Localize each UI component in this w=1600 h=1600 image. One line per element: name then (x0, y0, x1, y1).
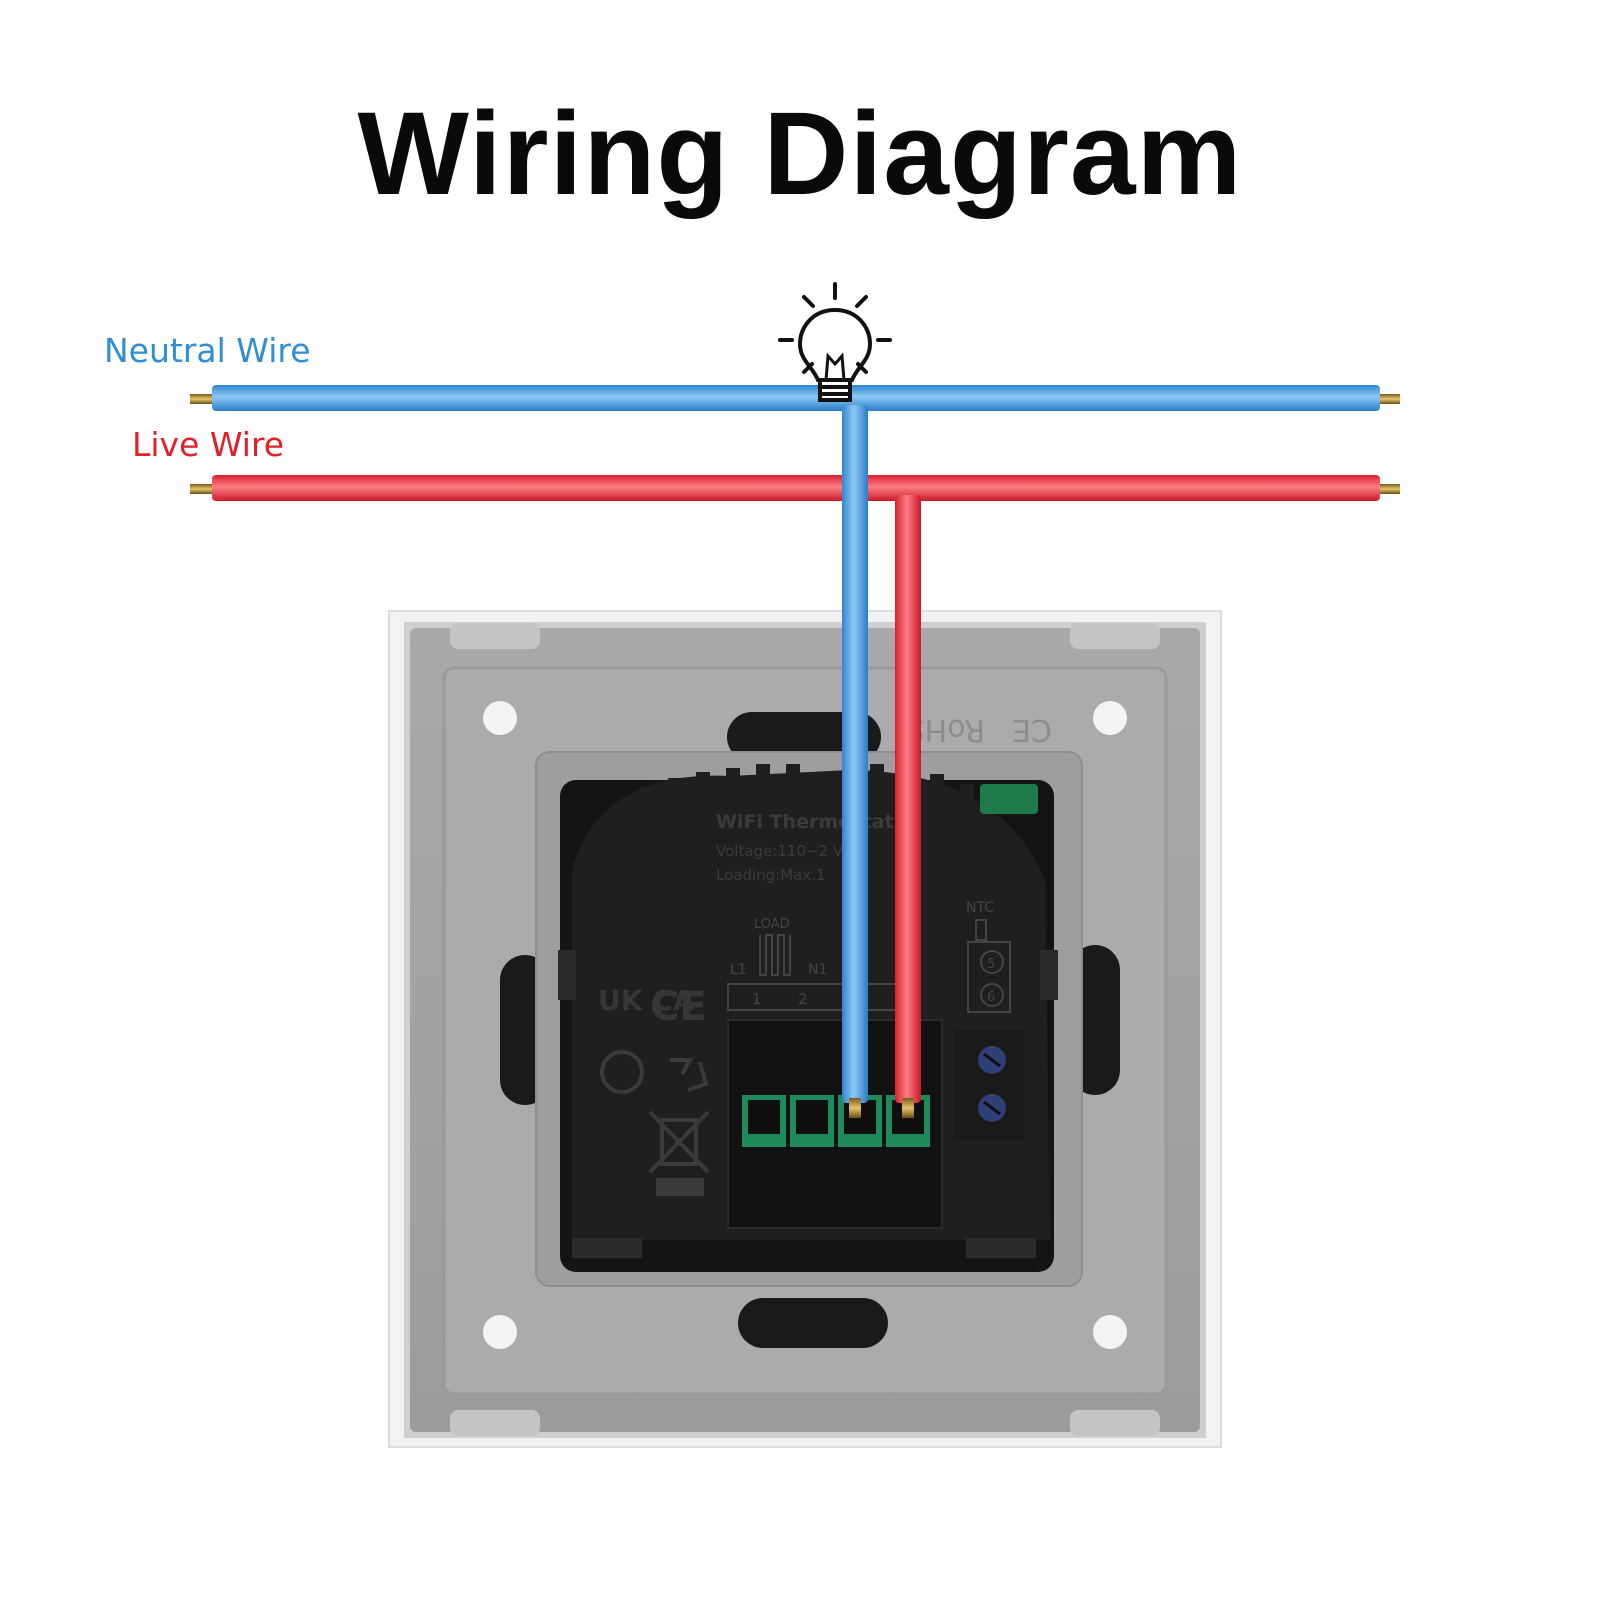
terminal-5-label: 5 (987, 957, 995, 972)
screw-hole (483, 701, 517, 735)
terminal-6-label: 6 (987, 990, 995, 1005)
load-label: LOAD (754, 917, 790, 932)
ce-mark: CE (650, 984, 707, 1030)
terminal-2-label: 2 (798, 990, 808, 1008)
load-symbol (759, 934, 791, 976)
page-title: Wiring Diagram (357, 88, 1243, 220)
live-drop-wire (895, 495, 921, 1118)
live-wire-label: Live Wire (132, 425, 285, 464)
terminal-1-label: 1 (752, 990, 762, 1008)
screw-hole (1093, 701, 1127, 735)
neutral-drop-wire (842, 405, 868, 1118)
terminals (742, 1095, 930, 1147)
neutral-wire (190, 385, 1400, 411)
n1-label: N1 (808, 962, 827, 978)
l1-label: L1 (730, 962, 747, 978)
thermostat-housing: WiFi Thermostat Voltage:110~2 V AC Loadi… (558, 764, 1058, 1272)
weee-bin-icon (648, 1110, 710, 1196)
neutral-wire-label: Neutral Wire (104, 331, 311, 370)
ukca-mark: UK CA (598, 984, 695, 1017)
recycle-icon (600, 1050, 709, 1094)
ntc-label: NTC (966, 900, 994, 916)
mounting-slot (738, 1298, 888, 1348)
voltage-emboss: Voltage:110~2 V AC (716, 842, 868, 860)
screw-hole (1093, 1315, 1127, 1349)
screw-hole (483, 1315, 517, 1349)
lightbulb-icon (778, 282, 892, 402)
live-wire (190, 475, 1400, 501)
ce-mark-rotated: CE (1012, 712, 1052, 747)
loading-emboss: Loading:Max.1 (716, 866, 826, 884)
